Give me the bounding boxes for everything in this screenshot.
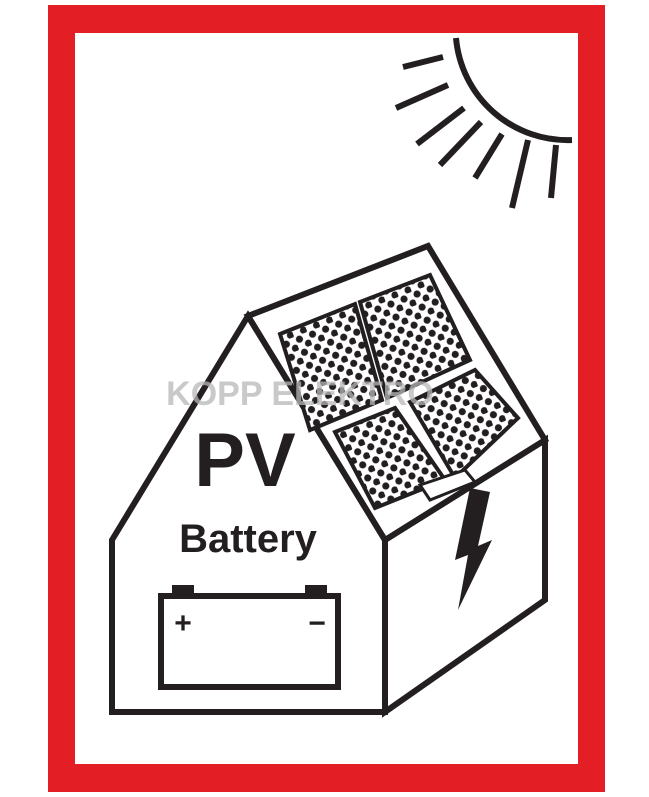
battery-icon: + −	[158, 585, 341, 690]
solar-panel-lower-right	[407, 367, 521, 482]
battery-minus: −	[308, 607, 326, 640]
solar-panel-upper-left	[277, 301, 385, 433]
lightning-bolt-icon	[455, 488, 492, 610]
sun-icon	[394, 37, 573, 209]
solar-panel-icon	[277, 272, 521, 511]
solar-panel-upper-right	[357, 272, 473, 401]
battery-plus: +	[174, 607, 192, 640]
junction-box	[417, 468, 478, 502]
sign-title: PV	[194, 418, 296, 503]
watermark: KOPP ELEKTRO	[166, 375, 434, 413]
sign-subtitle: Battery	[179, 517, 318, 561]
